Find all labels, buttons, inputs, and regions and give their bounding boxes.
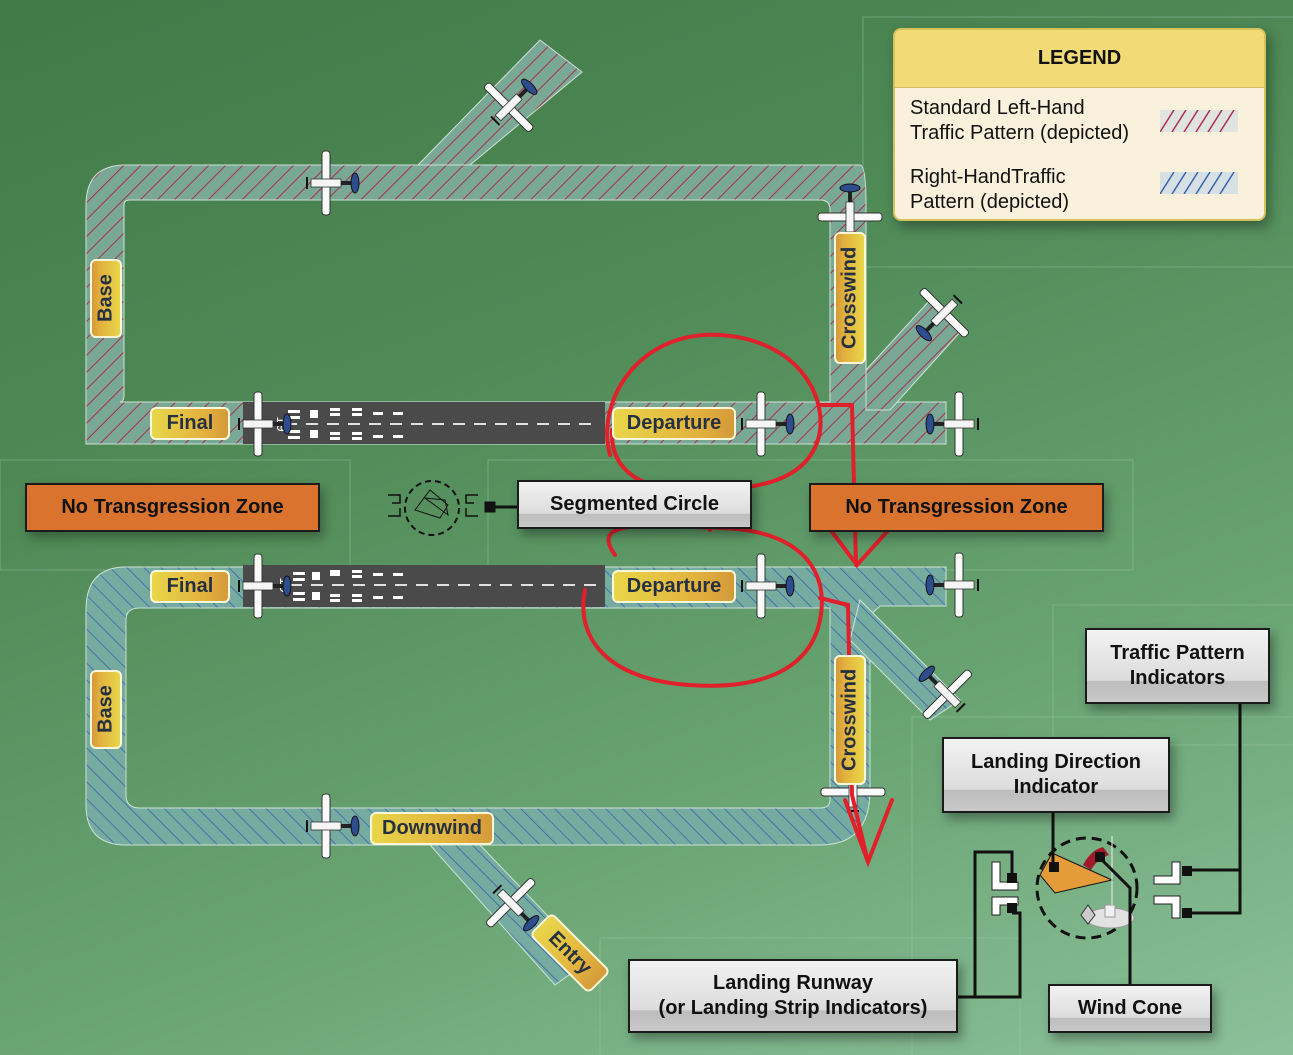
callout-traffic-pattern-indicators: Traffic Pattern Indicators xyxy=(1085,628,1270,704)
label-departure-top: Departure xyxy=(612,407,736,440)
label-downwind: Downwind xyxy=(370,812,494,845)
label-base-bottom: Base xyxy=(90,670,122,749)
callout-landing-runway: Landing Runway (or Landing Strip Indicat… xyxy=(628,959,958,1033)
legend-title: LEGEND xyxy=(895,30,1264,88)
no-transgression-zone-right: No Transgression Zone xyxy=(809,483,1104,532)
segmented-circle-detail xyxy=(958,703,1242,999)
right-hand-traffic-pattern xyxy=(85,565,961,986)
left-hand-traffic-pattern xyxy=(85,39,963,445)
legend-item-right-hand: Right-HandTraffic Pattern (depicted) xyxy=(910,165,1160,215)
legend-item-label: Pattern (depicted) xyxy=(910,191,1069,213)
legend-item-label: Standard Left-Hand xyxy=(910,97,1085,119)
label-base-top: Base xyxy=(90,259,122,338)
callout-landing-direction-indicator: Landing Direction Indicator xyxy=(942,737,1170,813)
label-crosswind-bottom: Crosswind xyxy=(834,655,866,785)
label-final-bottom: Final xyxy=(150,570,230,603)
no-transgression-zone-left: No Transgression Zone xyxy=(25,483,320,532)
callout-line: (or Landing Strip Indicators) xyxy=(658,997,928,1019)
segmented-circle-icon xyxy=(388,480,518,536)
callout-line: Landing Direction xyxy=(971,751,1141,773)
legend: LEGEND Standard Left-Hand Traffic Patter… xyxy=(893,28,1266,221)
airplane-icon xyxy=(306,793,360,859)
callout-segmented-circle: Segmented Circle xyxy=(517,480,752,529)
legend-item-label: Right-HandTraffic xyxy=(910,166,1066,188)
connector-lines xyxy=(958,703,1242,999)
label-crosswind-top: Crosswind xyxy=(834,232,866,364)
legend-item-label: Traffic Pattern (depicted) xyxy=(910,122,1129,144)
callout-line: Indicators xyxy=(1129,667,1226,689)
airplane-icon xyxy=(925,552,979,618)
label-final-top: Final xyxy=(150,407,230,440)
callout-line: Landing Runway xyxy=(713,972,873,994)
callout-line: Traffic Pattern xyxy=(1110,642,1245,664)
right-hand-hatch-swatch xyxy=(1160,172,1238,194)
label-departure-bottom: Departure xyxy=(612,570,736,603)
callout-line: Indicator xyxy=(1013,776,1099,798)
airplane-icon xyxy=(306,150,360,216)
callout-wind-cone: Wind Cone xyxy=(1048,984,1212,1033)
left-hand-hatch-swatch xyxy=(1160,110,1238,132)
legend-item-left-hand: Standard Left-Hand Traffic Pattern (depi… xyxy=(910,96,1160,146)
